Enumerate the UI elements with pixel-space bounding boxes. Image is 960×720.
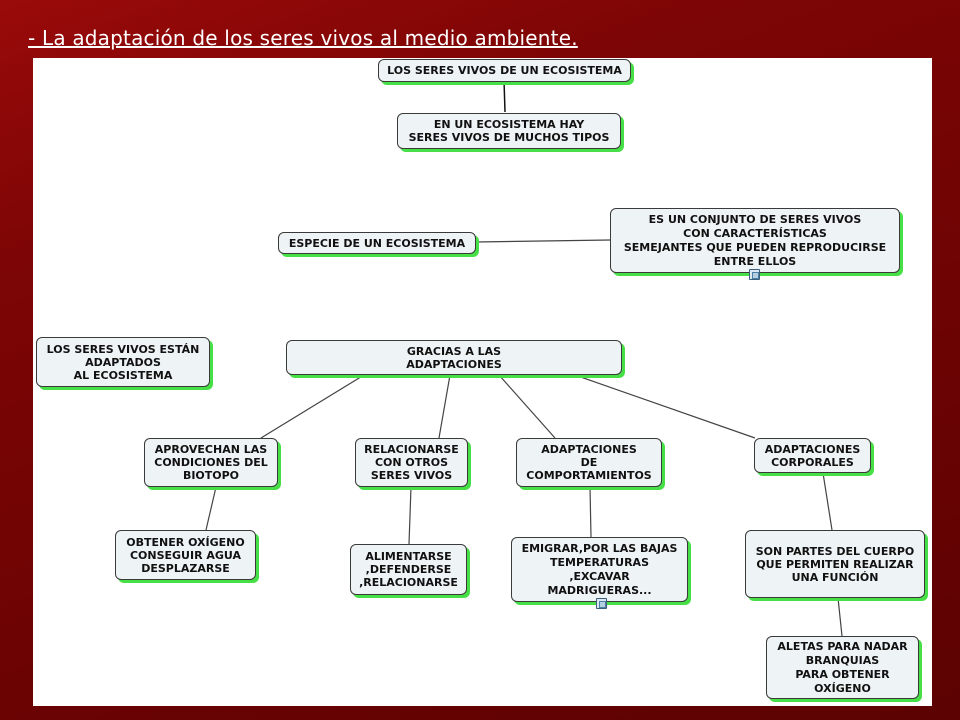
edge-gracias-to-corporales	[574, 374, 756, 439]
edge-gracias-to-aprovechan	[260, 374, 365, 439]
node-gracias: GRACIAS A LAS ADAPTACIONES	[286, 340, 622, 375]
edge-relacionarse-to-alimentarse	[408, 486, 412, 545]
concept-map-canvas: LOS SERES VIVOS DE UN ECOSISTEMA EN UN E…	[33, 58, 932, 706]
node-aletas: ALETAS PARA NADAR BRANQUIAS PARA OBTENER…	[766, 636, 919, 699]
node-adaptados: LOS SERES VIVOS ESTÁN ADAPTADOS AL ECOSI…	[36, 337, 210, 387]
node-especie: ESPECIE DE UN ECOSISTEMA	[278, 232, 476, 254]
node-comportamientos: ADAPTACIONES DE COMPORTAMIENTOS	[516, 438, 662, 487]
attached-document-icon[interactable]	[749, 269, 760, 280]
node-conjunto: ES UN CONJUNTO DE SERES VIVOS CON CARACT…	[610, 208, 900, 273]
node-obtener: OBTENER OXÍGENO CONSEGUIR AGUA DESPLAZAR…	[115, 530, 256, 580]
attached-document-icon[interactable]	[596, 598, 607, 609]
node-partes: SON PARTES DEL CUERPO QUE PERMITEN REALI…	[745, 530, 925, 598]
node-alimentarse: ALIMENTARSE ,DEFENDERSE ,RELACIONARSE	[350, 544, 467, 595]
edge-partes-to-aletas	[837, 597, 843, 637]
node-muchos-tipos: EN UN ECOSISTEMA HAY SERES VIVOS DE MUCH…	[397, 113, 621, 149]
edge-especie-to-conjunto	[475, 239, 611, 243]
concept-map-edges	[205, 75, 843, 637]
node-corporales: ADAPTACIONES CORPORALES	[754, 438, 871, 473]
node-aprovechan: APROVECHAN LAS CONDICIONES DEL BIOTOPO	[144, 438, 278, 487]
node-seres-vivos-ecosistema: LOS SERES VIVOS DE UN ECOSISTEMA	[378, 59, 631, 82]
slide-title: - La adaptación de los seres vivos al me…	[28, 26, 578, 50]
edge-comportamientos-to-emigrar	[589, 486, 592, 538]
edge-corporales-to-partes	[822, 472, 833, 531]
edge-muchos-tipos-to-seres-vivos	[499, 75, 510, 113]
edge-gracias-to-relacionarse	[438, 374, 451, 439]
node-emigrar: EMIGRAR,POR LAS BAJAS TEMPERATURAS ,EXCA…	[511, 537, 688, 602]
node-relacionarse: RELACIONARSE CON OTROS SERES VIVOS	[355, 438, 468, 487]
edge-aprovechan-to-obtener	[205, 486, 217, 531]
edge-gracias-to-comportamientos	[498, 374, 556, 439]
